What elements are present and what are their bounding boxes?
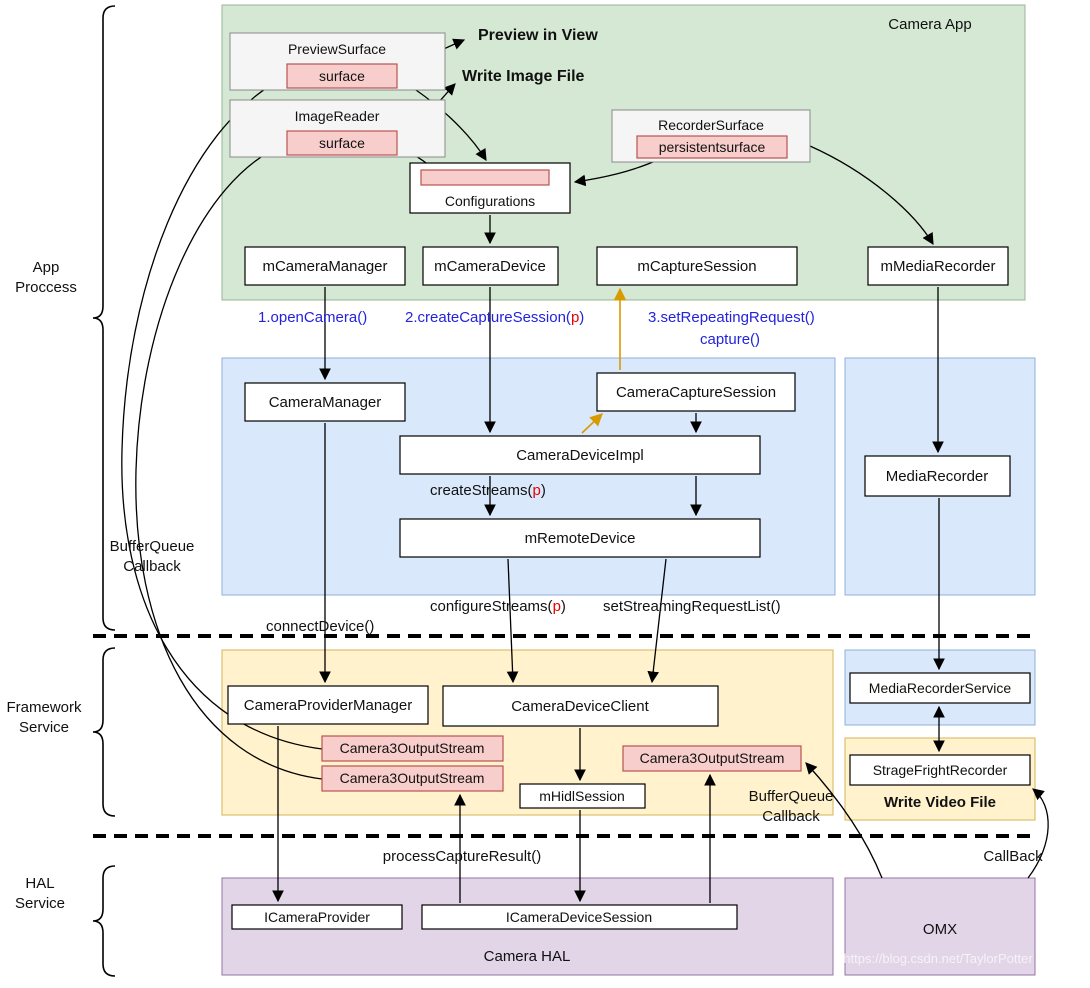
i-camera-device-session-box — [421, 904, 738, 930]
arrow-bufferqueue-callback-to-imagereader — [135, 143, 323, 780]
app-process-label-line1: App — [33, 259, 60, 276]
m-hidl-session-box — [519, 783, 646, 809]
call-create-capture-session: 2.createCaptureSession(p) — [405, 309, 584, 326]
m-media-recorder-box — [867, 246, 1009, 286]
arrow-mremotedevice-to-deviceclient-right — [647, 558, 667, 684]
configurations-surface-bar — [420, 169, 550, 186]
arrow-omx-bufferqueue-callback — [805, 762, 883, 879]
write-video-file-label: Write Video File — [884, 794, 996, 811]
camera-device-client-label: CameraDeviceClient — [511, 698, 649, 715]
camera-device-impl-label: CameraDeviceImpl — [516, 447, 644, 464]
omx-region — [844, 877, 1036, 976]
media-recorder-label: MediaRecorder — [886, 468, 989, 485]
framework-service-brace — [92, 647, 116, 817]
framework-service-label-line1: Framework — [6, 699, 82, 716]
persistent-surface-label: persistentsurface — [659, 139, 766, 155]
hal-service-label-line2: Service — [15, 895, 65, 912]
camera-capture-session-label: CameraCaptureSession — [616, 384, 776, 401]
stragefright-recorder-label: StrageFrightRecorder — [873, 762, 1008, 778]
preview-surface-surface-box — [286, 63, 398, 89]
image-reader-label: ImageReader — [295, 108, 380, 124]
call-configure-streams-p: p — [553, 598, 561, 615]
bufferqueue-callback-right-line1: BufferQueue — [749, 788, 834, 805]
media-recorder-service-label: MediaRecorderService — [869, 680, 1012, 696]
m-camera-manager-label: mCameraManager — [262, 258, 387, 275]
camera-manager-label: CameraManager — [269, 394, 382, 411]
media-recorder-service-box — [849, 672, 1031, 704]
call-create-capture-session-pre: 2.createCaptureSession( — [405, 309, 571, 326]
arrow-recordersurface-to-mmediarecorder — [809, 145, 934, 246]
camera3-output-stream-box-2 — [321, 765, 504, 792]
configurations-label: Configurations — [445, 193, 535, 209]
camera3-output-stream-label-2: Camera3OutputStream — [340, 770, 485, 786]
hal-service-brace — [92, 865, 116, 977]
m-hidl-session-label: mHidlSession — [539, 788, 625, 804]
i-camera-provider-box — [231, 904, 403, 930]
app-process-label-line2: Proccess — [15, 279, 77, 296]
call-set-repeating-request: 3.setRepeatingRequest() — [648, 309, 815, 326]
image-reader-surface-box — [286, 130, 398, 156]
stragefright-recorder-box — [849, 754, 1031, 786]
m-camera-device-label: mCameraDevice — [434, 258, 546, 275]
call-param-p: p — [571, 309, 579, 326]
m-capture-session-box — [596, 246, 798, 286]
camera3-output-stream-label-3: Camera3OutputStream — [640, 750, 785, 766]
camera-provider-manager-box — [227, 685, 429, 725]
call-set-streaming-request-list: setStreamingRequestList() — [603, 598, 781, 615]
camera3-output-stream-box-1 — [321, 735, 504, 762]
arrow-mremotedevice-to-deviceclient-left — [506, 558, 519, 684]
arrow-omx-callback-to-stragefright — [1027, 788, 1049, 879]
preview-in-view-label: Preview in View — [478, 27, 598, 44]
camera-device-impl-box — [399, 435, 761, 475]
omx-callback-label: CallBack — [983, 848, 1043, 865]
image-reader-surface-label: surface — [319, 135, 365, 151]
m-media-recorder-label: mMediaRecorder — [880, 258, 995, 275]
omx-label: OMX — [923, 921, 957, 938]
camera-capture-session-box — [596, 372, 796, 412]
bufferqueue-callback-right-line2: Callback — [762, 808, 820, 825]
persistent-surface-box — [636, 135, 788, 159]
camera3-output-stream-label-1: Camera3OutputStream — [340, 740, 485, 756]
recorder-surface-label: RecorderSurface — [658, 117, 764, 133]
camera-manager-box — [244, 382, 406, 422]
call-create-streams-pre: createStreams( — [430, 482, 533, 499]
preview-surface-label: PreviewSurface — [288, 41, 386, 57]
call-configure-streams-pre: configureStreams( — [430, 598, 553, 615]
call-create-streams-paren: ) — [541, 482, 546, 499]
framework-service-label-line2: Service — [19, 719, 69, 736]
call-capture: capture() — [700, 331, 760, 348]
camera-provider-manager-label: CameraProviderManager — [244, 697, 412, 714]
camera3-output-stream-box-3 — [622, 745, 802, 772]
camera-hal-title: Camera HAL — [484, 948, 571, 965]
bufferqueue-callback-left-line1: BufferQueue — [110, 538, 195, 555]
call-create-streams: createStreams(p) — [430, 482, 546, 499]
m-remote-device-box — [399, 518, 761, 558]
call-create-streams-p: p — [533, 482, 541, 499]
write-image-file-label: Write Image File — [462, 68, 585, 85]
m-camera-manager-box — [244, 246, 406, 286]
m-capture-session-label: mCaptureSession — [637, 258, 756, 275]
m-camera-device-box — [422, 246, 559, 286]
call-configure-streams: configureStreams(p) — [430, 598, 566, 615]
call-connect-device: connectDevice() — [266, 618, 374, 635]
i-camera-provider-label: ICameraProvider — [264, 909, 370, 925]
watermark: https://blog.csdn.net/TaylorPotter — [843, 951, 1033, 966]
arrow-bufferqueue-callback-to-previewsurface — [121, 77, 323, 750]
call-open-camera: 1.openCamera() — [258, 309, 367, 326]
m-remote-device-label: mRemoteDevice — [525, 530, 636, 547]
call-configure-streams-paren: ) — [561, 598, 566, 615]
media-recorder-box — [864, 455, 1011, 497]
hal-service-label-line1: HAL — [25, 875, 54, 892]
call-process-capture-result: processCaptureResult() — [383, 848, 541, 865]
bufferqueue-callback-left-line2: Callback — [123, 558, 181, 575]
preview-surface-surface-label: surface — [319, 68, 365, 84]
camera-device-client-box — [442, 685, 719, 727]
app-process-brace — [92, 5, 116, 631]
call-close-paren: ) — [579, 309, 584, 326]
arrow-cameradeviceimpl-to-cameracapturesession — [581, 413, 603, 434]
camera-app-title: Camera App — [888, 16, 971, 33]
i-camera-device-session-label: ICameraDeviceSession — [506, 909, 652, 925]
